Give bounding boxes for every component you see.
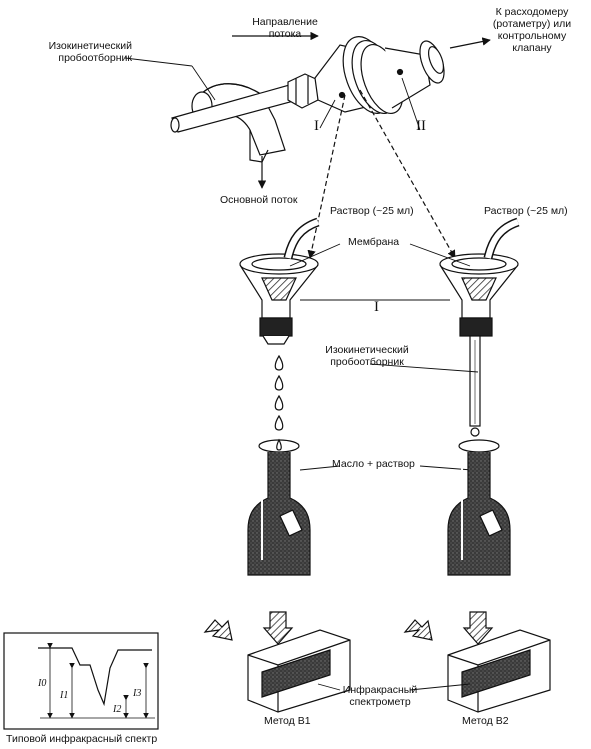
method-b2-label: Метод В2 bbox=[462, 715, 509, 727]
flow-direction-line-2: потока bbox=[268, 28, 302, 40]
isokinetic-probe-assembly bbox=[170, 73, 319, 163]
isokinetic-probe-top-label: Изокинетический пробоотборник bbox=[36, 40, 132, 64]
flow-direction-line-1: Направление bbox=[252, 16, 318, 28]
left-flask bbox=[247, 438, 311, 576]
solvent-right-label: Раствор (~25 мл) bbox=[484, 205, 568, 217]
ir-spectrometer-line-1: Инфракрасный bbox=[342, 684, 418, 696]
roman-one-top: I bbox=[314, 118, 319, 134]
ir-spectrometer-label: Инфракрасный спектрометр bbox=[340, 684, 420, 708]
method-b1-label: Метод В1 bbox=[264, 715, 311, 727]
probe-top-line-2: пробоотборник bbox=[58, 52, 132, 64]
to-flowmeter-label: К расходомеру (ротаметру) или контрольно… bbox=[476, 6, 588, 54]
typical-ir-spectrum-inset bbox=[3, 632, 159, 730]
main-flow-label: Основной поток bbox=[220, 194, 298, 206]
to-meter-line-4: клапану bbox=[512, 42, 552, 54]
probe-top-line-1: Изокинетический bbox=[48, 40, 132, 52]
to-meter-line-3: контрольному bbox=[497, 30, 567, 42]
left-funnel bbox=[239, 217, 320, 431]
intensity-i0-label: I0 bbox=[38, 678, 47, 689]
ir-spectrometer-line-2: спектрометр bbox=[349, 696, 411, 708]
probe-mid-line-1: Изокинетический bbox=[325, 344, 409, 356]
roman-one-mid: I bbox=[374, 299, 379, 315]
probe-mid-line-2: пробоотборник bbox=[330, 356, 404, 368]
intensity-i1-label: I1 bbox=[60, 690, 69, 701]
right-funnel bbox=[439, 217, 520, 437]
flow-direction-label: Направление потока bbox=[240, 16, 330, 40]
intensity-i2-label: I2 bbox=[113, 704, 122, 715]
to-meter-line-1: К расходомеру bbox=[495, 6, 569, 18]
isokinetic-probe-mid-label: Изокинетический пробоотборник bbox=[318, 344, 416, 368]
to-meter-line-2: (ротаметру) или bbox=[492, 18, 572, 30]
spectrometer-b2 bbox=[403, 611, 551, 713]
spectrometer-b1 bbox=[203, 611, 351, 713]
filter-holder-assembly bbox=[314, 36, 445, 114]
intensity-i3-label: I3 bbox=[133, 688, 142, 699]
membrane-label: Мембрана bbox=[348, 236, 400, 248]
oil-solvent-label: Масло + раствор bbox=[332, 458, 415, 470]
right-flask bbox=[447, 439, 511, 576]
solvent-left-label: Раствор (~25 мл) bbox=[330, 205, 414, 217]
roman-two-top: II bbox=[416, 118, 426, 134]
typical-ir-spectrum-label: Типовой инфракрасный спектр bbox=[6, 733, 158, 745]
